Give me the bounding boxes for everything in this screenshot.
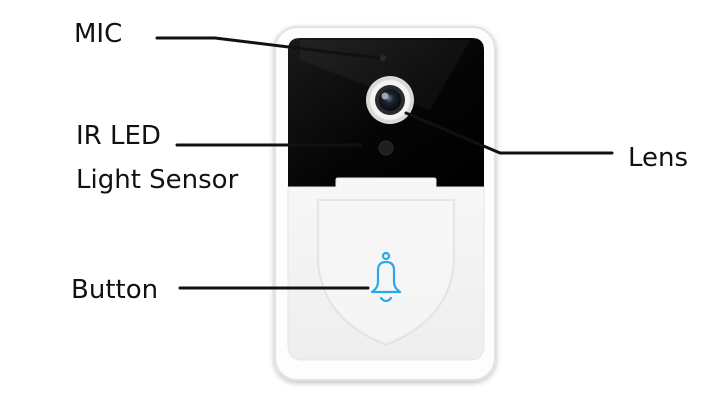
label-lens: Lens bbox=[628, 143, 689, 173]
mic-leader-line bbox=[155, 36, 380, 60]
lens bbox=[366, 76, 414, 124]
label-mic: MIC bbox=[74, 19, 123, 49]
bell-icon bbox=[370, 251, 402, 303]
ir-led-sensor bbox=[378, 140, 394, 156]
mic-hole bbox=[380, 55, 386, 61]
button-arch bbox=[317, 199, 455, 346]
label-button: Button bbox=[71, 275, 159, 305]
label-light-sensor: Light Sensor bbox=[76, 165, 239, 195]
lens-leader-line bbox=[404, 111, 614, 155]
label-ir-led: IR LED bbox=[76, 121, 161, 151]
